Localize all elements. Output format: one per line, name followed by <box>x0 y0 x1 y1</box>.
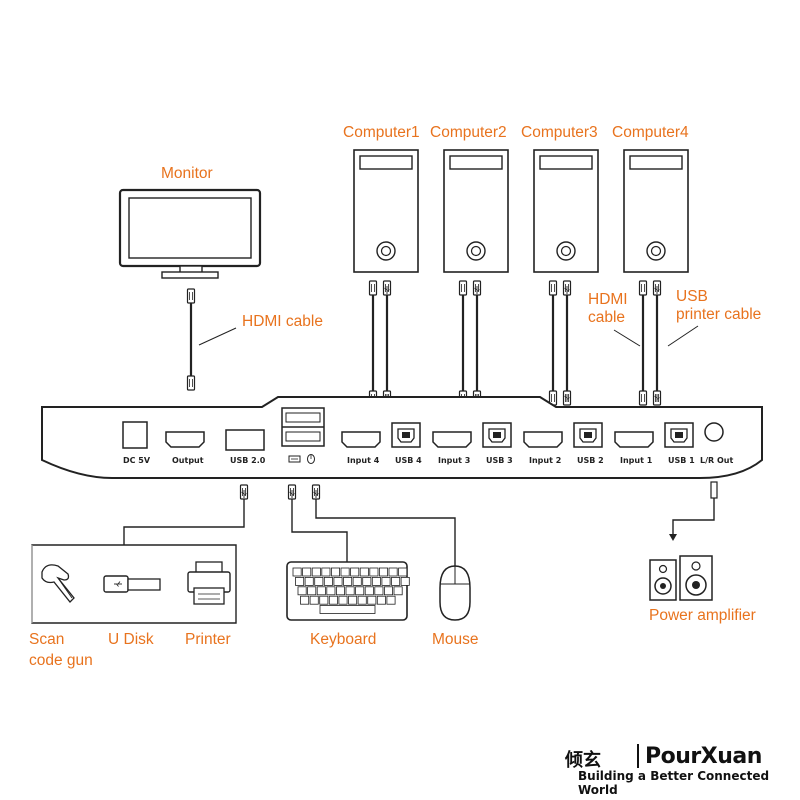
computer-3-icon <box>533 149 599 273</box>
brand-chinese-logo: 倾玄 <box>565 750 601 771</box>
usb-1-port <box>664 422 694 448</box>
label-printer: Printer <box>185 631 231 648</box>
port-label-usb3: USB 3 <box>486 456 513 465</box>
computer-4-icon <box>623 149 689 273</box>
label-computer-2: Computer2 <box>430 124 507 141</box>
label-u-disk: U Disk <box>108 631 154 648</box>
usb-2-port <box>573 422 603 448</box>
computer-4-cables <box>640 281 661 405</box>
label-mouse: Mouse <box>432 631 479 648</box>
label-computer-3: Computer3 <box>521 124 598 141</box>
label-keyboard: Keyboard <box>310 631 377 648</box>
port-label-dc: DC 5V <box>123 456 151 465</box>
usb-4-port <box>391 422 421 448</box>
brand-name: PourXuan <box>645 744 762 769</box>
label-power-amplifier: Power amplifier <box>649 607 756 624</box>
computer-2-cables <box>460 281 481 405</box>
input-4-hdmi-port <box>341 431 381 448</box>
usb20-peripheral-cable <box>123 484 249 545</box>
port-label-usb1: USB 1 <box>668 456 695 465</box>
computer-2-icon <box>443 149 509 273</box>
usb-2-0-port <box>225 429 265 451</box>
input-2-hdmi-port <box>523 431 563 448</box>
computer-3-cables <box>550 281 571 405</box>
input-1-hdmi-port <box>614 431 654 448</box>
brand-separator <box>637 744 639 768</box>
audio-cable <box>669 481 718 541</box>
lr-out-audio-port <box>704 422 724 442</box>
printer-icon <box>187 561 231 605</box>
label-hdmi-cable-right-line2: cable <box>588 309 626 326</box>
keyboard-mouse-usb-ports <box>281 407 325 447</box>
input-3-hdmi-port <box>432 431 472 448</box>
label-computer-4: Computer4 <box>612 124 689 141</box>
port-label-output: Output <box>172 456 204 465</box>
port-label-input3: Input 3 <box>438 456 470 465</box>
port-label-input2: Input 2 <box>529 456 561 465</box>
label-usb-printer-cable-line1: USB <box>676 288 708 305</box>
port-label-usb2: USB 2 <box>577 456 604 465</box>
label-hdmi-cable-left: HDMI cable <box>242 313 323 330</box>
label-monitor: Monitor <box>161 165 213 182</box>
mouse-icon <box>439 565 471 621</box>
output-hdmi-port <box>165 431 205 448</box>
usb-3-port <box>482 422 512 448</box>
label-scan-code-gun-line2: code gun <box>29 652 93 669</box>
port-label-input4: Input 4 <box>347 456 380 465</box>
mouse-port-icon <box>307 454 315 464</box>
mouse-cable <box>311 484 456 566</box>
dc-5v-port <box>122 421 148 449</box>
port-label-input1: Input 1 <box>620 456 653 465</box>
label-computer-1: Computer1 <box>343 124 420 141</box>
computer-1-cables <box>370 281 391 405</box>
label-hdmi-cable-right-line1: HDMI <box>588 291 628 308</box>
port-label-lr-out: L/R Out <box>700 456 733 465</box>
keyboard-cable <box>287 484 348 562</box>
u-disk-icon <box>103 575 161 593</box>
port-label-usb20: USB 2.0 <box>230 456 266 465</box>
power-amplifier-icon <box>649 555 713 601</box>
brand-tagline: Building a Better Connected World <box>578 769 770 797</box>
label-scan-code-gun-line1: Scan <box>29 631 65 648</box>
label-usb-printer-cable-line2: printer cable <box>676 306 762 323</box>
scan-code-gun-icon <box>41 564 75 603</box>
monitor-icon <box>118 188 262 279</box>
keyboard-port-icon <box>288 455 301 463</box>
keyboard-icon <box>286 561 410 621</box>
peripheral-group-box <box>31 544 237 624</box>
computer-1-icon <box>353 149 419 273</box>
port-label-usb4: USB 4 <box>395 456 422 465</box>
monitor-hdmi-cable <box>186 288 237 391</box>
